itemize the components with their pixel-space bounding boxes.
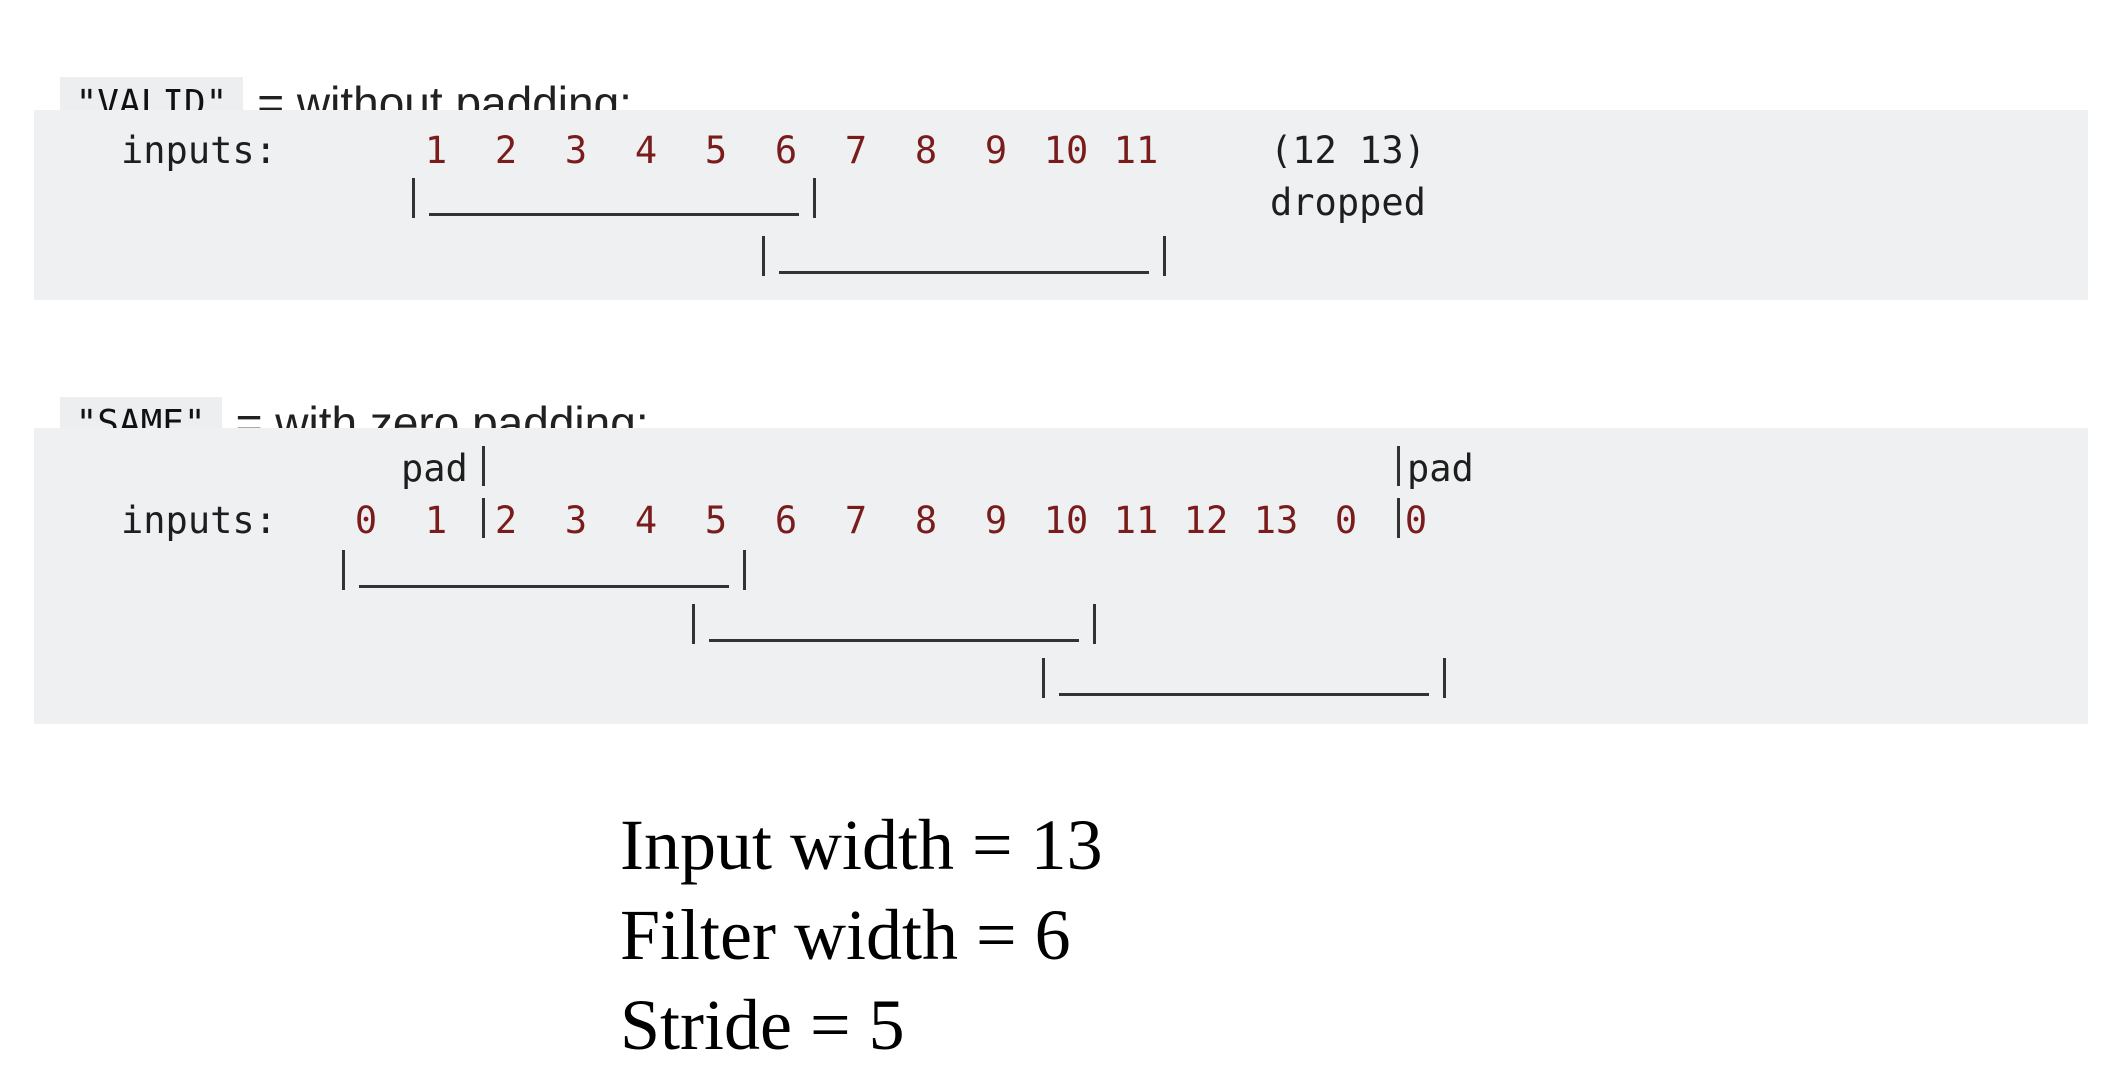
filter-window-baseline	[779, 271, 1149, 274]
valid-input-value: 7	[844, 129, 868, 172]
same-filter-window	[1042, 658, 1446, 698]
same-pad-left-divider	[482, 446, 485, 486]
same-input-value: 4	[634, 499, 658, 542]
filter-width-text: Filter width = 6	[620, 895, 1071, 975]
parameters-block: Input width = 13 Filter width = 6 Stride…	[620, 800, 1103, 1070]
filter-window-baseline	[1059, 693, 1429, 696]
same-pad-left-value: 0	[354, 499, 378, 542]
same-input-value: 12	[1183, 499, 1229, 542]
valid-input-value: 6	[774, 129, 798, 172]
same-input-value: 10	[1043, 499, 1089, 542]
same-input-value: 11	[1113, 499, 1159, 542]
filter-window-baseline	[709, 639, 1079, 642]
same-inputs-left-divider	[482, 498, 485, 538]
same-inputs-right-divider	[1397, 498, 1400, 538]
filter-window-baseline	[359, 585, 729, 588]
same-input-value: 9	[984, 499, 1008, 542]
valid-filter-window	[412, 178, 816, 218]
same-input-value: 13	[1253, 499, 1299, 542]
valid-input-value: 3	[564, 129, 588, 172]
same-input-value: 2	[494, 499, 518, 542]
valid-input-value: 2	[494, 129, 518, 172]
same-pad-right-value: 0	[1334, 499, 1358, 542]
same-input-value: 5	[704, 499, 728, 542]
stride-text: Stride = 5	[620, 985, 905, 1065]
same-input-value: 1	[424, 499, 448, 542]
same-filter-window	[692, 604, 1096, 644]
input-width-text: Input width = 13	[620, 805, 1103, 885]
same-pad-right-label: pad	[1407, 447, 1474, 490]
valid-dropped-inputs: (12 13)	[1270, 129, 1426, 172]
same-inputs-label: inputs:	[121, 499, 277, 542]
valid-dropped-label: dropped	[1270, 181, 1426, 224]
same-pad-right-value: 0	[1404, 499, 1428, 542]
same-pad-left-label: pad	[401, 447, 468, 490]
valid-filter-window	[762, 236, 1166, 276]
same-pad-right-divider	[1397, 446, 1400, 486]
filter-window-baseline	[429, 213, 799, 216]
same-input-value: 7	[844, 499, 868, 542]
same-input-value: 3	[564, 499, 588, 542]
valid-input-value: 11	[1113, 129, 1159, 172]
same-input-value: 8	[914, 499, 938, 542]
valid-input-value: 4	[634, 129, 658, 172]
valid-input-value: 1	[424, 129, 448, 172]
valid-input-value: 5	[704, 129, 728, 172]
valid-code-block: inputs: 1 2 3 4 5 6 7 8 9 10 11 (12 13) dropped	[34, 110, 2088, 300]
valid-inputs-label: inputs:	[121, 129, 277, 172]
valid-input-value: 10	[1043, 129, 1089, 172]
valid-input-value: 8	[914, 129, 938, 172]
same-input-value: 6	[774, 499, 798, 542]
same-filter-window	[342, 550, 746, 590]
valid-input-value: 9	[984, 129, 1008, 172]
